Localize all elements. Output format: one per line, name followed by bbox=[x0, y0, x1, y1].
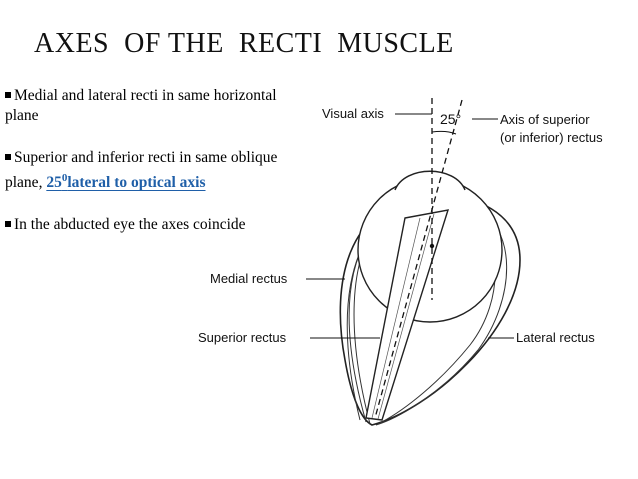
square-bullet-icon bbox=[5, 221, 11, 228]
rectus-axis-label-2: (or inferior) rectus bbox=[500, 130, 603, 145]
highlighted-text: 250lateral to optical axis bbox=[46, 172, 206, 192]
lateral-rectus-label: Lateral rectus bbox=[516, 330, 595, 345]
square-bullet-icon bbox=[5, 154, 11, 160]
eye-muscle-diagram: Visual axis 25° Axis of superior (or inf… bbox=[198, 98, 603, 426]
bullet-text: Medial and lateral recti in same horizon… bbox=[5, 87, 277, 124]
bullet-item: Medial and lateral recti in same horizon… bbox=[5, 86, 290, 126]
visual-axis-label: Visual axis bbox=[322, 106, 384, 121]
slide-title: AXES OF THE RECTI MUSCLE bbox=[34, 28, 454, 59]
bullet-item: Superior and inferior recti in same obli… bbox=[5, 148, 290, 193]
angle-arc bbox=[431, 130, 457, 135]
bullet-list: Medial and lateral recti in same horizon… bbox=[5, 86, 290, 257]
bullet-text: Superior and inferior recti in same obli… bbox=[5, 149, 278, 192]
superior-rectus-label: Superior rectus bbox=[198, 330, 287, 345]
medial-rectus-label: Medial rectus bbox=[210, 271, 288, 286]
rectus-axis-label-1: Axis of superior bbox=[500, 112, 590, 127]
rectus-axis-line bbox=[374, 99, 463, 419]
bullet-text: In the abducted eye the axes coincide bbox=[14, 216, 246, 234]
square-bullet-icon bbox=[5, 92, 11, 98]
superior-rectus-band bbox=[365, 209, 450, 421]
angle-label: 25° bbox=[440, 111, 461, 127]
bullet-item: In the abducted eye the axes coincide bbox=[5, 215, 290, 235]
cornea bbox=[394, 170, 466, 191]
